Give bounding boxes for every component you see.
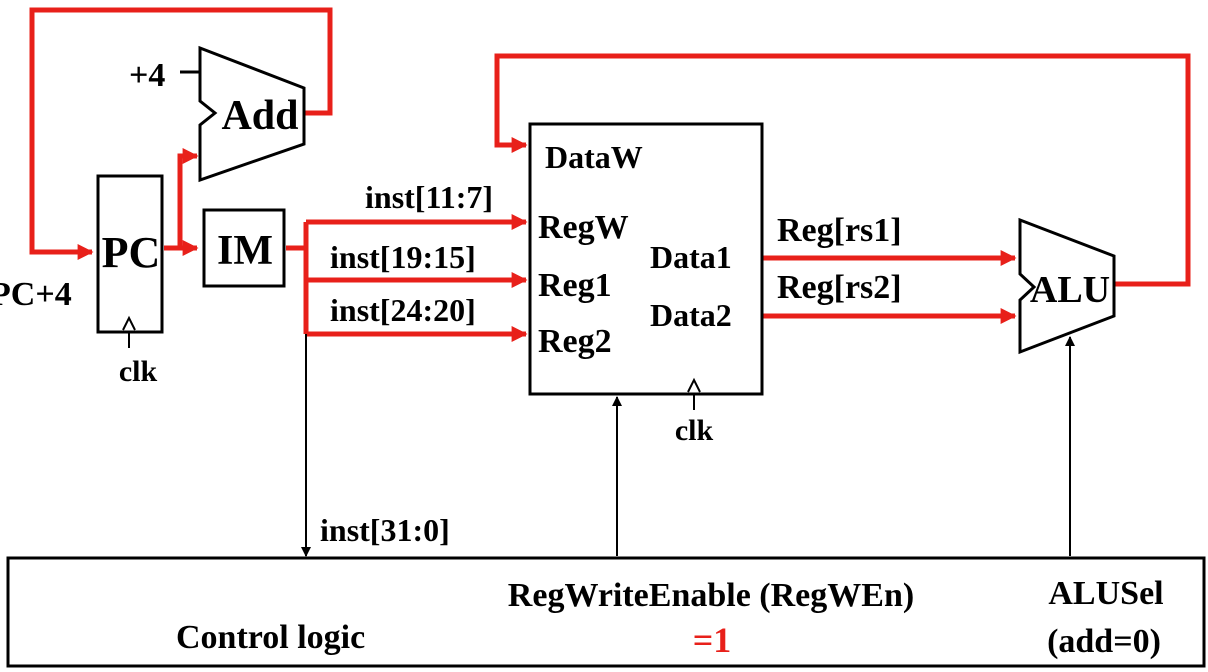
- full-inst-label: inst[31:0]: [320, 512, 450, 548]
- alu-block: [1018, 217, 1116, 355]
- reg-rs2-label: Reg[rs2]: [777, 269, 902, 306]
- adder-const: +4: [129, 57, 165, 94]
- control-logic-block: [6, 556, 1206, 668]
- rs1-field-label: inst[19:15]: [330, 239, 476, 275]
- alu-label: ALU: [1030, 269, 1110, 311]
- rs2-field-label: inst[24:20]: [330, 292, 476, 328]
- im-label: IM: [217, 228, 273, 274]
- alusel-value: (add=0): [1047, 623, 1161, 660]
- adder-block: [198, 45, 306, 183]
- instruction-memory: [202, 208, 286, 288]
- regwen-value: =1: [693, 620, 732, 660]
- pc-next-label: PC+4: [0, 276, 72, 313]
- regfile-clk-label: clk: [675, 414, 714, 447]
- adder-label: Add: [221, 93, 298, 139]
- pc-clk-label: clk: [119, 355, 158, 388]
- alusel-label: ALUSel: [1048, 575, 1163, 612]
- register-file: [528, 122, 764, 396]
- regfile-data1-label: Data1: [650, 239, 732, 275]
- regfile-dataw-label: DataW: [545, 139, 643, 175]
- regwen-label: RegWriteEnable (RegWEn): [508, 577, 914, 614]
- regfile-reg1-label: Reg1: [538, 267, 612, 304]
- pc-to-adder-wire: [164, 147, 199, 251]
- pc-label: PC: [102, 228, 161, 277]
- regfile-reg2-label: Reg2: [538, 323, 612, 360]
- control-logic-label: Control logic: [176, 619, 365, 656]
- pc-clk-triangle: [122, 315, 136, 331]
- rd-field-label: inst[11:7]: [365, 179, 493, 215]
- alu-writeback-wire: [494, 53, 1191, 287]
- reg-rs1-label: Reg[rs1]: [777, 212, 902, 249]
- regfile-regw-label: RegW: [538, 209, 629, 246]
- regfile-clk-triangle: [687, 377, 701, 393]
- pc-register: [96, 174, 164, 334]
- pc-feedback-wire: [29, 7, 333, 261]
- regfile-data2-label: Data2: [650, 297, 732, 333]
